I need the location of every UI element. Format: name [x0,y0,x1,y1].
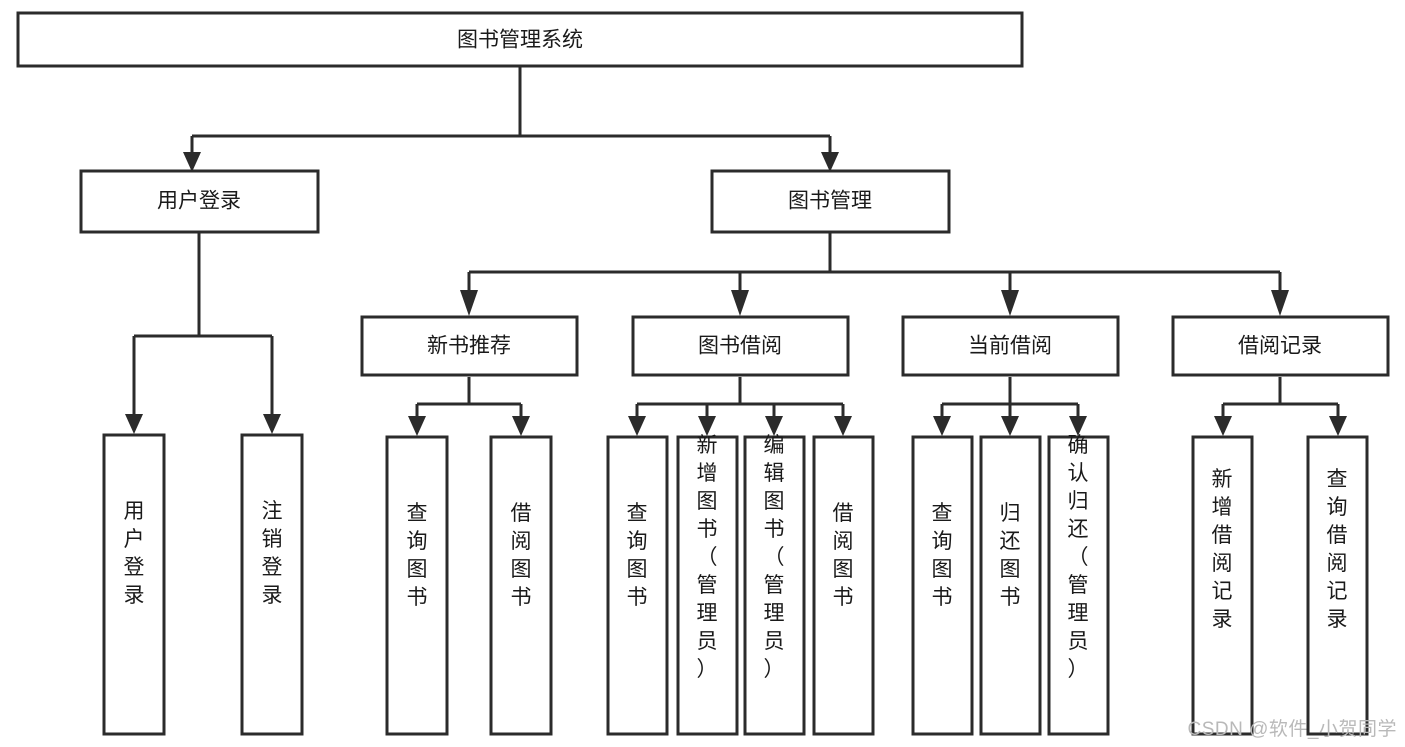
node-leaf-return-book[interactable]: 归还图书 [979,435,1042,736]
arrow-icon [821,152,839,172]
node-book-manage[interactable]: 图书管理 [710,169,951,234]
node-leaf-borrow-book-2[interactable]: 借阅图书 [812,435,875,736]
node-label-new-book-recommend: 新书推荐 [427,335,511,358]
arrow-icon [765,416,783,436]
node-box-rect [1191,435,1254,736]
connector-borrow-record-to-leaves [1221,377,1340,416]
node-leaf-add-record[interactable]: 新增借阅记录 [1191,435,1254,736]
node-box-rect [360,315,579,377]
node-root-system[interactable]: 图书管理系统 [16,11,1024,68]
arrow-icon [933,416,951,436]
node-box-rect [102,433,166,736]
node-leaf-query-book-3[interactable]: 查询图书 [911,435,974,736]
node-label-leaf-query-book-3: 查询图书 [932,502,953,609]
node-box-rect [743,435,806,736]
connector-user-login-to-leaves [132,233,274,414]
node-box-rect [676,435,739,736]
arrow-icon [698,416,716,436]
node-leaf-logout-login[interactable]: 注销登录 [240,433,304,736]
node-leaf-query-book-2[interactable]: 查询图书 [606,435,669,736]
csdn-watermark: CSDN @软件_小贺同学 [1187,719,1397,740]
node-current-borrow[interactable]: 当前借阅 [901,315,1120,377]
arrow-icon [1329,416,1347,436]
node-label-leaf-edit-book: 编辑图书（管理员） [764,434,785,681]
node-box-rect [631,315,850,377]
arrow-icon [408,416,426,436]
node-label-leaf-confirm-return: 确认归还（管理员） [1068,434,1089,681]
node-label-current-borrow: 当前借阅 [968,335,1052,358]
connector-layer [132,66,1340,416]
node-box-rect [901,315,1120,377]
node-label-user-login: 用户登录 [157,190,241,213]
node-box-rect [1306,435,1369,736]
node-borrow-record[interactable]: 借阅记录 [1171,315,1390,377]
arrow-icon [512,416,530,436]
node-box-rect [240,433,304,736]
node-leaf-edit-book[interactable]: 编辑图书（管理员） [743,434,806,736]
node-box-rect [710,169,951,234]
arrow-icon [183,152,201,172]
arrow-icon [1271,290,1289,316]
node-leaf-query-record[interactable]: 查询借阅记录 [1306,435,1369,736]
node-label-leaf-query-record: 查询借阅记录 [1327,468,1348,631]
node-label-leaf-borrow-book-1: 借阅图书 [511,502,532,609]
arrow-icon [1214,416,1232,436]
node-leaf-add-book[interactable]: 新增图书（管理员） [676,434,739,736]
node-box-rect [979,435,1042,736]
connector-book-manage-to-level3 [467,233,1282,290]
connector-root-to-level2 [190,66,832,152]
arrow-icon [1001,290,1019,316]
arrow-icon [731,290,749,316]
node-label-leaf-query-book-2: 查询图书 [627,502,648,609]
node-box-rect [79,169,320,234]
arrow-icon [628,416,646,436]
node-box-rect [812,435,875,736]
node-box-rect [385,435,449,736]
node-label-book-borrow: 图书借阅 [698,335,782,358]
arrow-icon [125,414,143,434]
node-label-leaf-add-record: 新增借阅记录 [1212,468,1233,631]
node-box-rect [606,435,669,736]
connector-current-borrow-to-leaves [940,377,1080,416]
node-new-book-recommend[interactable]: 新书推荐 [360,315,579,377]
node-leaf-user-login[interactable]: 用户登录 [102,433,166,736]
node-label-leaf-borrow-book-2: 借阅图书 [833,502,854,609]
node-leaf-query-book-1[interactable]: 查询图书 [385,435,449,736]
node-box-rect [16,11,1024,68]
node-book-borrow[interactable]: 图书借阅 [631,315,850,377]
connector-book-borrow-to-leaves [635,377,845,416]
arrowhead-layer [125,152,1347,436]
arrow-icon [834,416,852,436]
node-label-borrow-record: 借阅记录 [1238,335,1322,358]
node-box-rect [489,435,553,736]
node-label-leaf-return-book: 归还图书 [1000,502,1021,609]
node-box-rect [1171,315,1390,377]
arrow-icon [1069,416,1087,436]
node-box-rect [1047,435,1110,736]
node-label-leaf-user-login: 用户登录 [124,500,145,607]
node-label-book-manage: 图书管理 [788,190,872,213]
node-label-leaf-add-book: 新增图书（管理员） [697,434,718,681]
arrow-icon [263,414,281,434]
node-leaf-borrow-book-1[interactable]: 借阅图书 [489,435,553,736]
arrow-icon [460,290,478,316]
node-label-leaf-query-book-1: 查询图书 [407,502,428,609]
node-box-rect [911,435,974,736]
connector-new-book-recommend-to-leaves [415,377,523,416]
node-leaf-confirm-return[interactable]: 确认归还（管理员） [1047,434,1110,736]
node-user-login[interactable]: 用户登录 [79,169,320,234]
node-label-root: 图书管理系统 [457,29,583,52]
node-label-leaf-logout-login: 注销登录 [262,500,283,607]
arrow-icon [1001,416,1019,436]
